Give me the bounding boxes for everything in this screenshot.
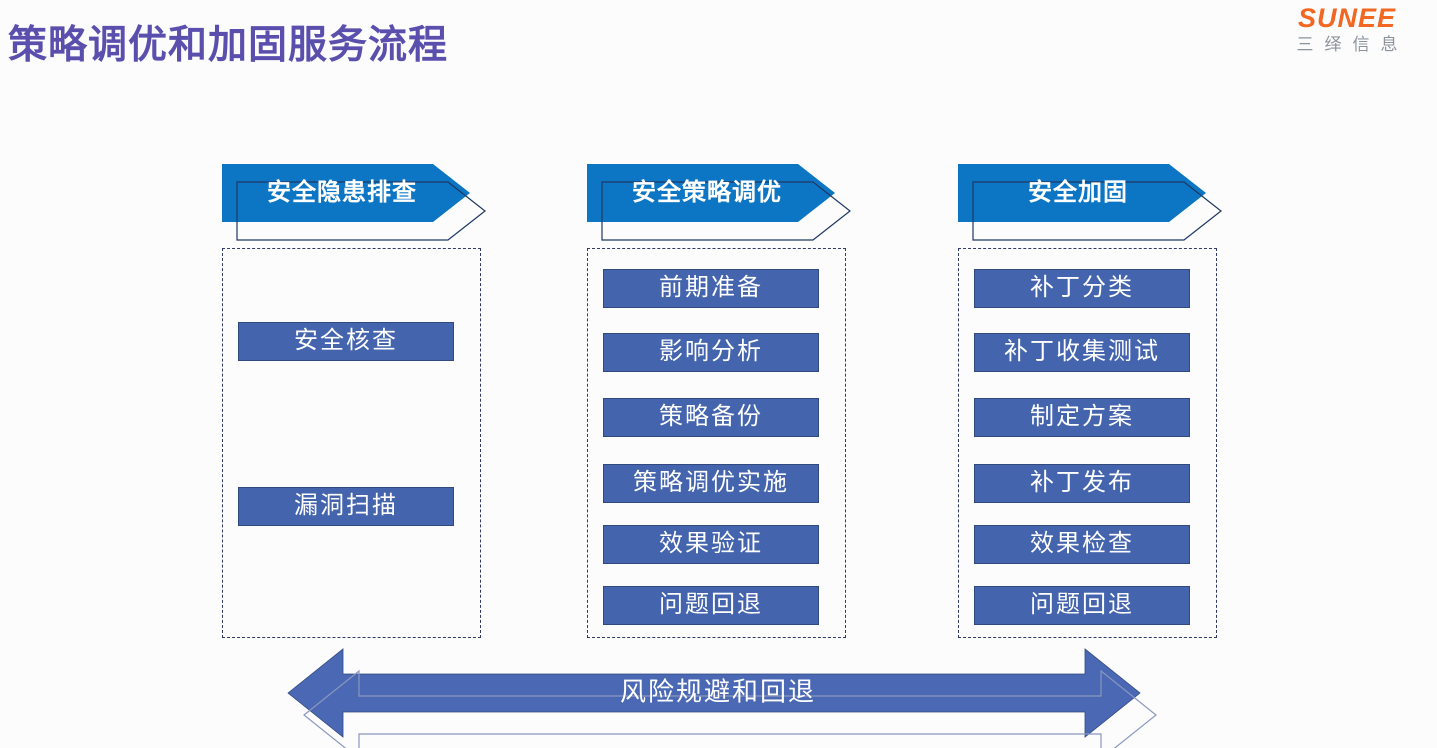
step-button: 策略调优实施	[603, 464, 819, 503]
risk-rollback-label: 风险规避和回退	[620, 678, 816, 707]
step-button: 问题回退	[603, 586, 819, 625]
step-button: 补丁分类	[974, 269, 1190, 308]
column-header-arrow: 安全隐患排查	[222, 164, 486, 241]
column-panel: 安全核查 漏洞扫描	[222, 248, 481, 638]
page-title: 策略调优和加固服务流程	[8, 24, 449, 67]
step-button: 策略备份	[603, 398, 819, 437]
chevron-arrow-shape	[222, 164, 470, 222]
column-panel: 补丁分类 补丁收集测试 制定方案 补丁发布 效果检查 问题回退	[958, 248, 1217, 638]
step-button: 补丁发布	[974, 464, 1190, 503]
column-header-arrow: 安全策略调优	[587, 164, 851, 241]
step-button: 效果验证	[603, 525, 819, 564]
column-header-label: 安全加固	[1028, 178, 1128, 206]
step-button: 效果检查	[974, 525, 1190, 564]
risk-rollback-arrow: 风险规避和回退	[287, 648, 1157, 748]
company-name-cn: 三绎信息	[1296, 35, 1409, 54]
step-button: 漏洞扫描	[238, 487, 454, 526]
step-button: 前期准备	[603, 269, 819, 308]
sunee-wordmark: SUNEE	[1297, 3, 1397, 33]
step-button: 安全核查	[238, 322, 454, 361]
step-button: 影响分析	[603, 333, 819, 372]
column-header-label: 安全隐患排查	[267, 178, 417, 206]
column-panel: 前期准备 影响分析 策略备份 策略调优实施 效果验证 问题回退	[587, 248, 846, 638]
chevron-arrow-outline	[601, 181, 851, 241]
chevron-arrow-outline	[972, 181, 1222, 241]
step-button: 补丁收集测试	[974, 333, 1190, 372]
double-arrow-shape	[287, 648, 1141, 738]
step-button: 制定方案	[974, 398, 1190, 437]
chevron-arrow-shape	[958, 164, 1206, 222]
company-logo: SUNEE 三绎信息	[1267, 4, 1427, 56]
step-button: 问题回退	[974, 586, 1190, 625]
chevron-arrow-shape	[587, 164, 835, 222]
double-arrow-outline	[303, 669, 1157, 748]
chevron-arrow-outline	[236, 181, 486, 241]
column-header-arrow: 安全加固	[958, 164, 1222, 241]
column-header-label: 安全策略调优	[632, 178, 782, 206]
